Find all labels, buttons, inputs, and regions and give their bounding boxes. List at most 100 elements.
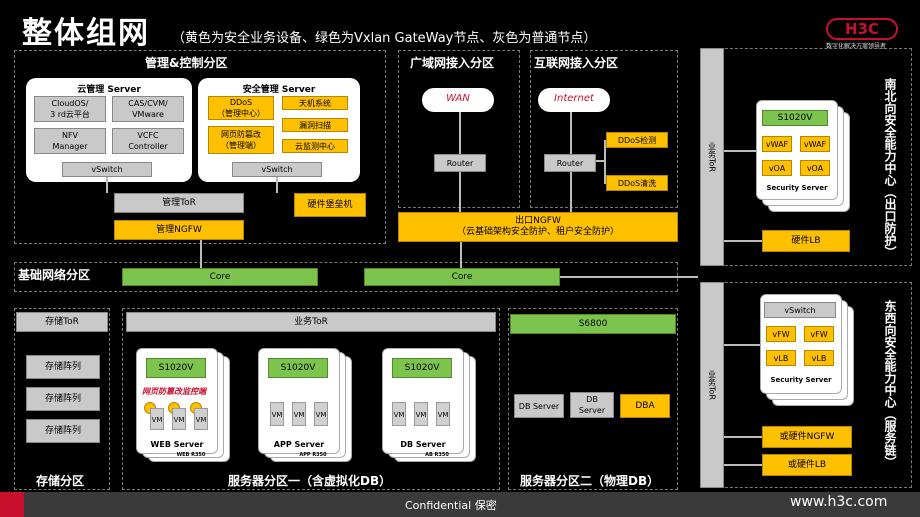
logo-tagline: 数字化解决方案领导者 — [826, 43, 887, 50]
db-server-sub: AB R350 — [425, 452, 449, 458]
ns-biz-tor-label: 业务ToR — [707, 142, 717, 172]
cloudos-box: CloudOS/ 3 rd云平台 — [34, 96, 106, 122]
storage-zone-label: 存储分区 — [36, 474, 85, 488]
ew-vswitch: vSwitch — [764, 302, 836, 318]
vuln-scan-box: 漏洞扫描 — [282, 118, 348, 132]
footer-url: www.h3c.com — [790, 494, 888, 510]
ns-vwaf-1: vWAF — [762, 136, 792, 152]
server-zone-2-label: 服务器分区二（物理DB） — [520, 474, 660, 488]
app-s1020v: S1020V — [268, 358, 328, 378]
vm: VM — [392, 402, 406, 426]
ew-center-label-wrap: 东西向安全能力中心（服务链） — [882, 300, 902, 480]
link — [459, 172, 461, 212]
link — [460, 242, 462, 268]
ns-center-label: 南北向安全能力中心（出口防护） — [883, 78, 897, 258]
vm: VM — [314, 402, 328, 426]
db-server-label: DB Server — [400, 440, 446, 449]
wan-cloud: WAN — [422, 88, 494, 112]
footer-bar — [0, 492, 920, 517]
nfv-box: NFV Manager — [34, 128, 106, 154]
ddos-clean: DDoS清洗 — [606, 175, 668, 191]
link — [570, 172, 572, 212]
footer-accent — [0, 492, 24, 517]
internet-zone-label: 互联网接入分区 — [534, 56, 619, 70]
physical-db-server: DB Server — [514, 394, 564, 418]
link — [724, 436, 762, 438]
link — [106, 177, 108, 193]
sec-vswitch: vSwitch — [232, 162, 322, 177]
cloud-vswitch: vSwitch — [62, 162, 152, 177]
ns-vwaf-2: vWAF — [800, 136, 830, 152]
web-server-label: WEB Server — [150, 440, 204, 449]
vm: VM — [270, 402, 284, 426]
internet-cloud: Internet — [538, 88, 610, 112]
cas-box: CAS/CVM/ VMware — [112, 96, 184, 122]
tianji-box: 天机系统 — [282, 96, 348, 110]
web-server-sub: WEB R350 — [176, 452, 206, 458]
link — [459, 112, 461, 154]
physical-db-server-2: DB Server — [570, 392, 614, 418]
core-switch-1: Core — [122, 268, 318, 286]
wan-router: Router — [434, 154, 486, 172]
vm: VM — [414, 402, 428, 426]
ns-center-label-wrap: 南北向安全能力中心（出口防护） — [882, 78, 902, 258]
vm: VM — [172, 408, 186, 430]
app-server-sub: APP R350 — [299, 452, 327, 458]
hw-bastion: 硬件堡垒机 — [294, 193, 366, 217]
ns-security-server-label: Security Server — [766, 184, 828, 192]
server-zone-1 — [122, 308, 500, 490]
page-subtitle: （黄色为安全业务设备、绿色为Vxlan GateWay节点、灰色为普通节点） — [172, 31, 597, 46]
page-title: 整体组网 — [22, 16, 150, 51]
ddos-mgmt-box: DDoS （管理中心） — [208, 96, 274, 120]
cloud-mgmt-title: 云管理 Server — [77, 85, 141, 95]
ns-hw-lb: 硬件LB — [762, 230, 850, 252]
sec-mgmt-title: 安全管理 Server — [242, 85, 316, 95]
vm: VM — [194, 408, 208, 430]
ns-voa-2: vOA — [800, 160, 830, 176]
link — [200, 240, 202, 268]
internet-router: Router — [544, 154, 596, 172]
internet-zone — [530, 50, 678, 208]
link — [570, 112, 572, 154]
ew-vlb-2: vLB — [804, 350, 834, 366]
dba-box: DBA — [620, 394, 670, 418]
ns-s1020v: S1020V — [762, 110, 828, 126]
vcfc-box: VCFC Controller — [112, 128, 184, 154]
ew-vlb-1: vLB — [766, 350, 796, 366]
h3c-logo: H3C — [826, 18, 898, 40]
web-tamper-note: 网页防篡改监控端 — [142, 387, 206, 396]
ew-hw-ngfw: 或硬件NGFW — [762, 426, 852, 448]
vm: VM — [292, 402, 306, 426]
link — [724, 344, 760, 346]
mgmt-zone-label: 管理&控制分区 — [145, 56, 228, 70]
storage-array-3: 存储阵列 — [26, 419, 100, 443]
ew-biz-tor-label: 业务ToR — [707, 370, 717, 400]
storage-zone — [14, 308, 110, 490]
db-s1020v: S1020V — [392, 358, 452, 378]
wan-zone-label: 广域网接入分区 — [410, 56, 495, 70]
cloud-monitor-box: 云监测中心 — [282, 139, 348, 153]
exit-ngfw: 出口NGFW （云基础架构安全防护、租户安全防护） — [398, 212, 678, 242]
app-server-label: APP Server — [273, 440, 325, 449]
ew-security-server-label: Security Server — [770, 376, 832, 384]
ns-voa-1: vOA — [762, 160, 792, 176]
ew-center-label: 东西向安全能力中心（服务链） — [883, 300, 897, 468]
confidential-label: Confidential 保密 — [405, 499, 497, 512]
mgmt-tor: 管理ToR — [114, 193, 244, 213]
link — [724, 464, 762, 466]
ew-biz-tor: 业务ToR — [700, 282, 724, 488]
link — [724, 150, 756, 152]
storage-array-2: 存储阵列 — [26, 387, 100, 411]
ns-biz-tor: 业务ToR — [700, 48, 724, 266]
base-zone-label: 基础网络分区 — [18, 268, 91, 282]
storage-tor: 存储ToR — [16, 312, 108, 332]
biz-tor: 业务ToR — [126, 312, 496, 332]
server-zone-1-label: 服务器分区一（含虚拟化DB） — [228, 474, 392, 488]
ew-vfw-1: vFW — [766, 326, 796, 342]
server-zone-2 — [508, 308, 678, 490]
web-tamper-mgmt-box: 网页防篡改 （管理端） — [208, 126, 274, 154]
link — [596, 160, 606, 162]
mgmt-ngfw: 管理NGFW — [114, 220, 244, 240]
s6800-switch: S6800 — [510, 314, 676, 334]
link — [724, 240, 762, 242]
